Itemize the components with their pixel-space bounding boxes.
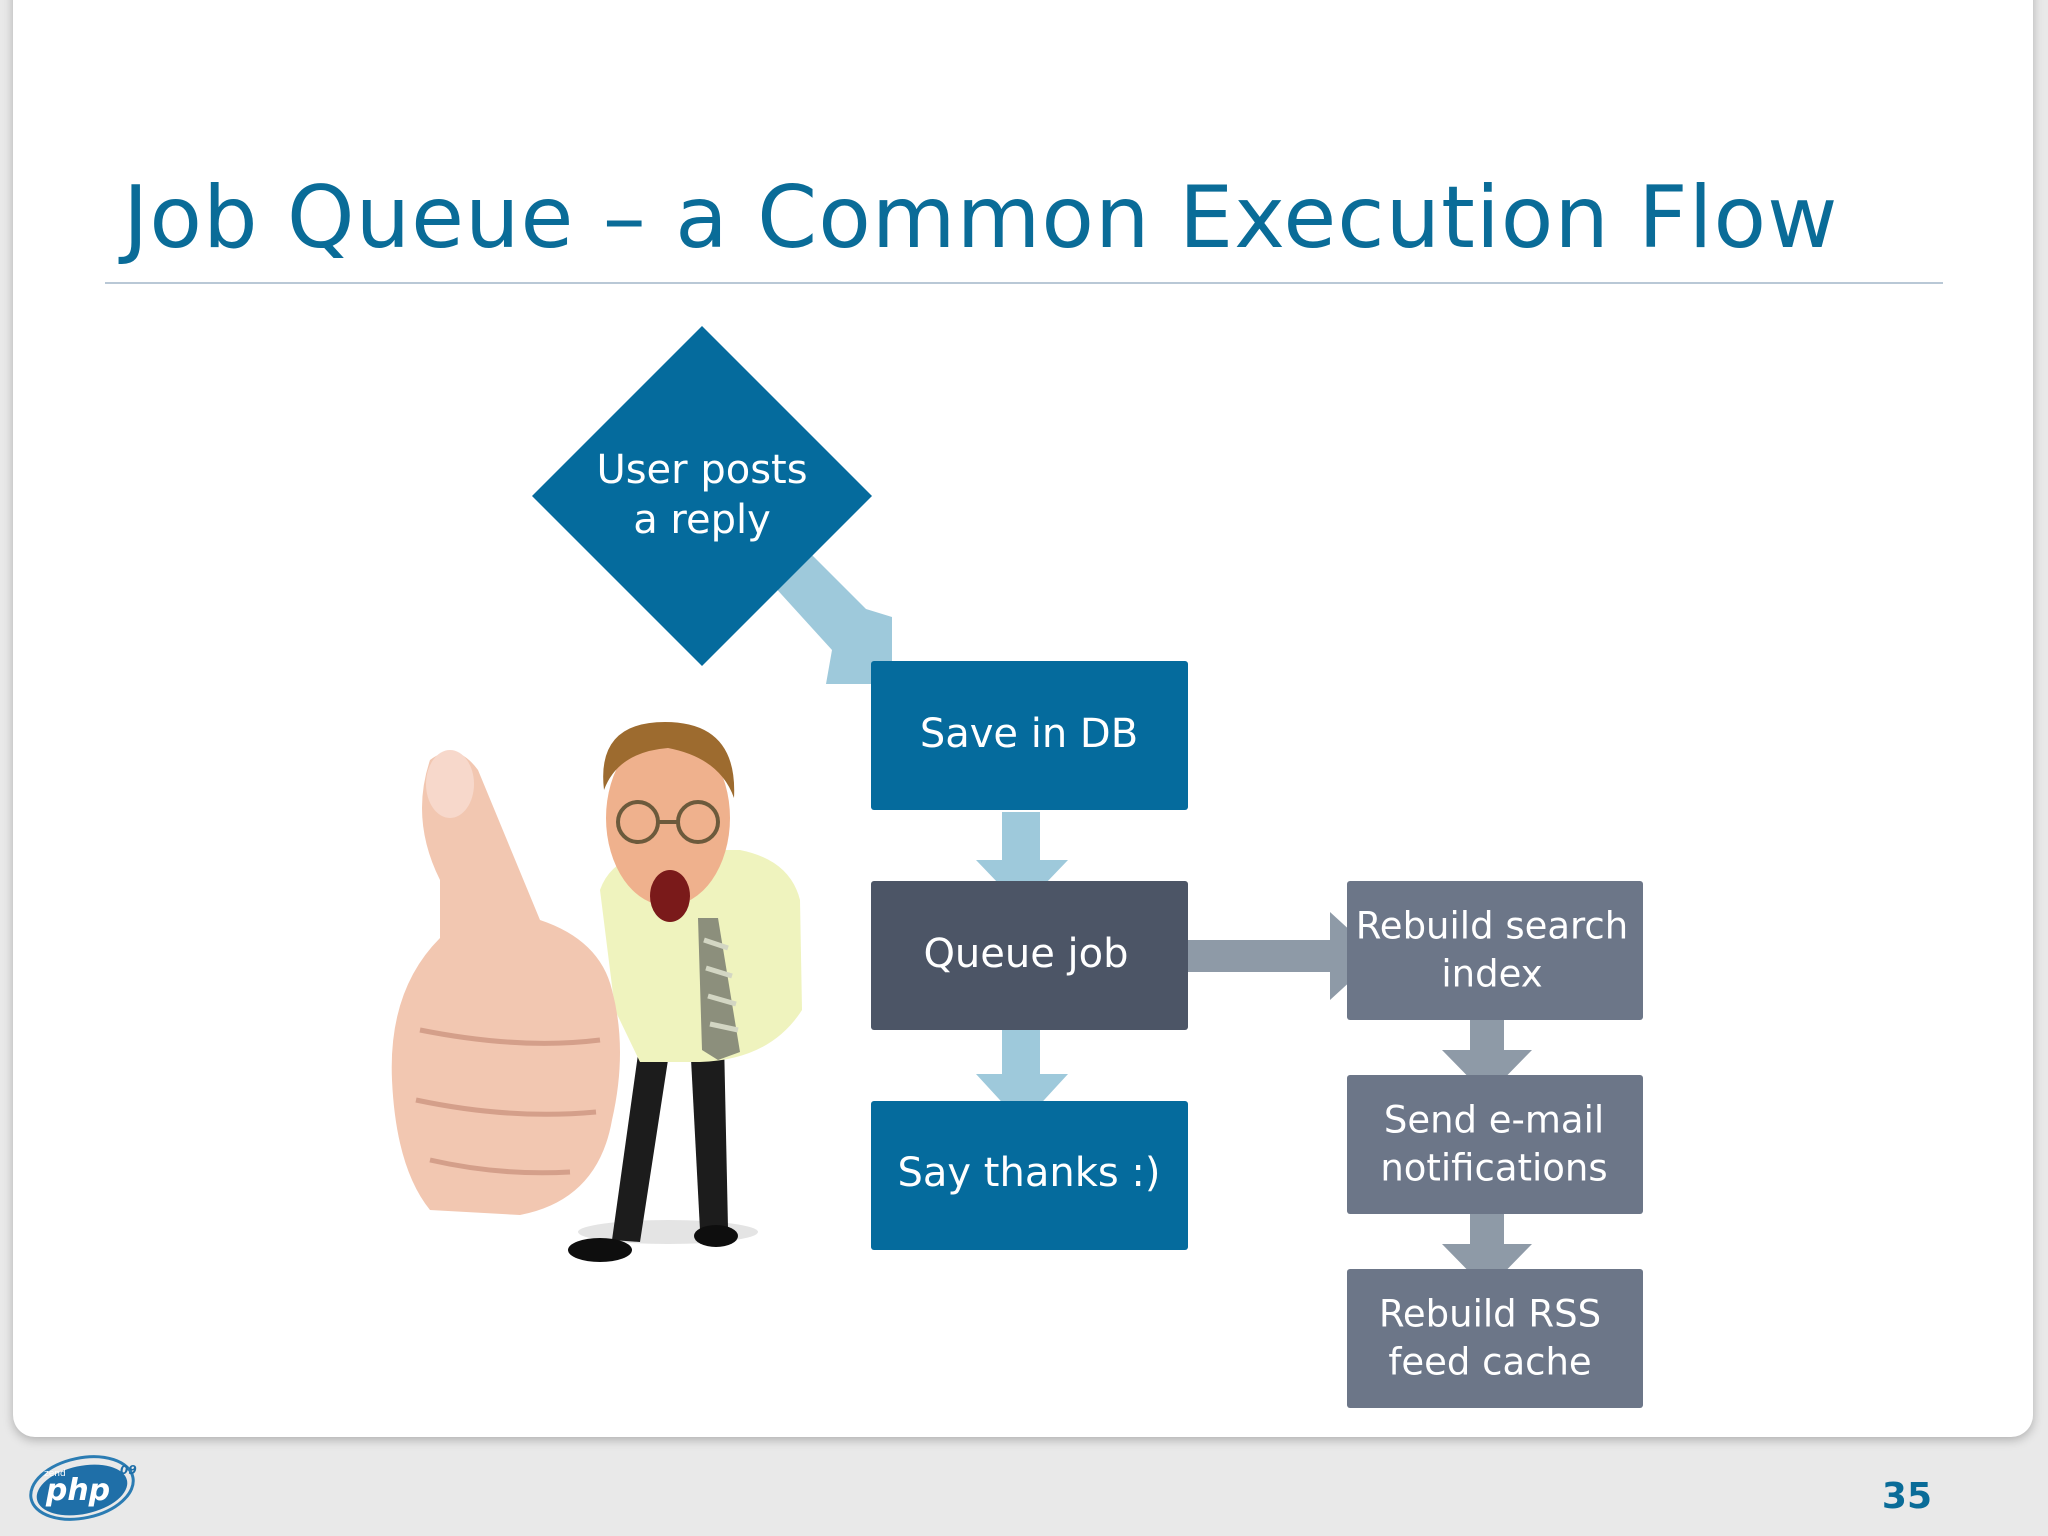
svg-text:php: php — [45, 1473, 110, 1508]
page-number: 35 — [1881, 1476, 1932, 1517]
thumbs-up-man-illustration — [391, 722, 802, 1262]
svg-text:09: 09 — [120, 1463, 137, 1477]
slide-title: Job Queue – a Common Execution Flow — [123, 168, 1839, 268]
edge-arrow-queue-to-search — [1188, 912, 1378, 1000]
node-send-email-line2: notifications — [1380, 1147, 1607, 1190]
node-user-posts: User posts a reply — [532, 326, 872, 666]
node-rebuild-search: Rebuild search index — [1347, 881, 1643, 1020]
edge-arrow-email-to-rss — [1442, 1214, 1532, 1290]
node-say-thanks-label: Say thanks :) — [898, 1150, 1161, 1196]
node-user-posts-line2: a reply — [633, 497, 771, 543]
edge-arrow-queue-to-thanks — [976, 1030, 1068, 1124]
edge-arrow-search-to-email — [1442, 1020, 1532, 1096]
node-send-email: Send e-mail notifications — [1347, 1075, 1643, 1214]
svg-text:zend: zend — [44, 1469, 66, 1479]
zendcon-php-logo: zend php 09 — [29, 1455, 137, 1521]
node-queue-job-label: Queue job — [923, 931, 1128, 977]
node-queue-job: Queue job — [871, 881, 1188, 1030]
node-rebuild-rss-line2: feed cache — [1388, 1341, 1591, 1384]
arrows-gray — [1188, 912, 1532, 1290]
node-send-email-line1: Send e-mail — [1384, 1099, 1604, 1142]
node-rebuild-search-line2: index — [1441, 953, 1542, 996]
node-rebuild-rss: Rebuild RSS feed cache — [1347, 1269, 1643, 1408]
node-rebuild-search-line1: Rebuild search — [1356, 905, 1628, 948]
node-user-posts-line1: User posts — [596, 447, 807, 493]
node-save-db-label: Save in DB — [920, 711, 1138, 757]
edge-arrow-user-to-save — [772, 549, 892, 684]
node-save-db: Save in DB — [871, 661, 1188, 810]
node-say-thanks: Say thanks :) — [871, 1101, 1188, 1250]
node-rebuild-rss-line1: Rebuild RSS — [1379, 1293, 1601, 1336]
title-divider — [105, 282, 1943, 284]
